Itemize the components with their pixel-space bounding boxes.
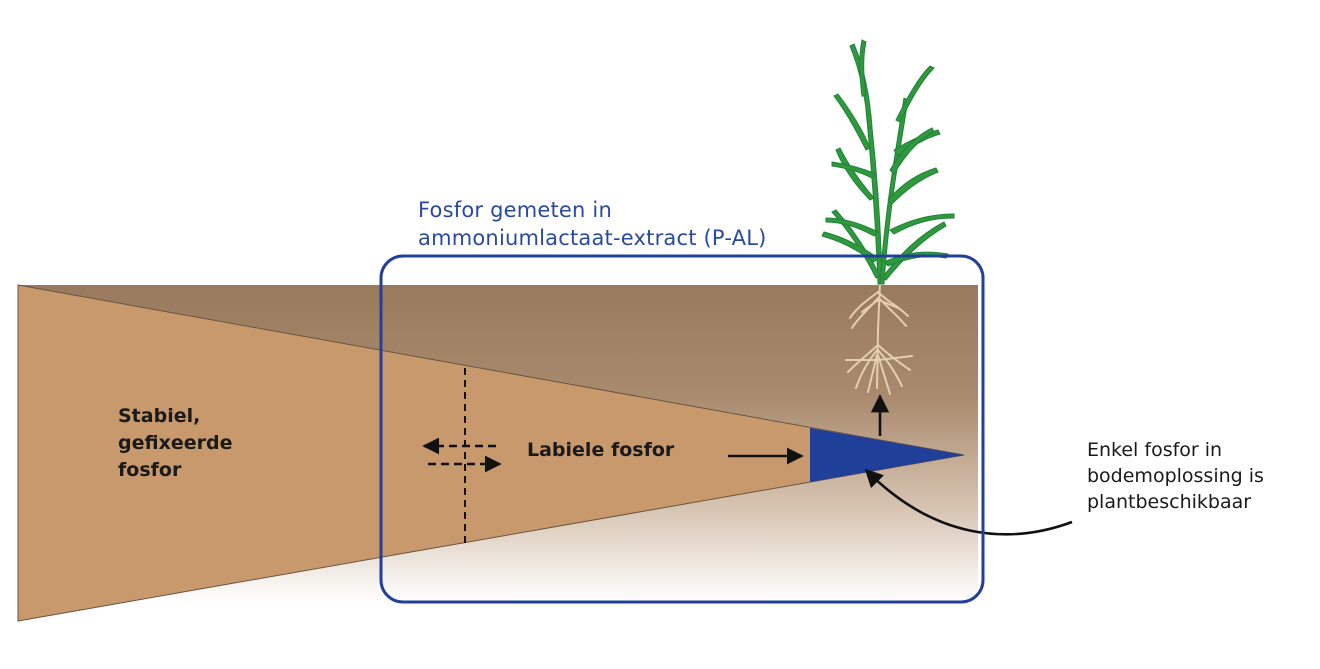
soil-solution-label: Enkel fosfor in bodemoplossing is plantb… bbox=[1087, 437, 1264, 515]
stable-label-line-3: fosfor bbox=[118, 459, 182, 481]
solution-label-line-3: plantbeschikbaar bbox=[1087, 491, 1252, 513]
solution-label-line-1: Enkel fosfor in bbox=[1087, 439, 1223, 461]
stable-label-line-1: Stabiel, bbox=[118, 405, 201, 427]
pal-label-line-1: Fosfor gemeten in bbox=[418, 198, 612, 222]
soil-solution-triangle bbox=[810, 428, 964, 482]
labile-phosphorus-label: Labiele fosfor bbox=[527, 439, 675, 461]
exchange-arrows-icon bbox=[422, 437, 502, 473]
pal-measurement-box bbox=[379, 254, 985, 604]
phosphorus-wedge bbox=[17, 284, 965, 622]
solution-pointer-arrow bbox=[864, 468, 1073, 536]
roots-icon bbox=[845, 281, 913, 395]
solution-label-line-2: bodemoplossing is bbox=[1087, 465, 1264, 487]
pal-box-label: Fosfor gemeten in ammoniumlactaat-extrac… bbox=[418, 196, 767, 252]
stable-label-line-2: gefixeerde bbox=[118, 432, 233, 454]
plant-icon bbox=[821, 39, 955, 285]
stable-phosphorus-label: Stabiel, gefixeerde fosfor bbox=[118, 403, 232, 484]
pal-label-line-2: ammoniumlactaat-extract (P-AL) bbox=[418, 226, 767, 250]
